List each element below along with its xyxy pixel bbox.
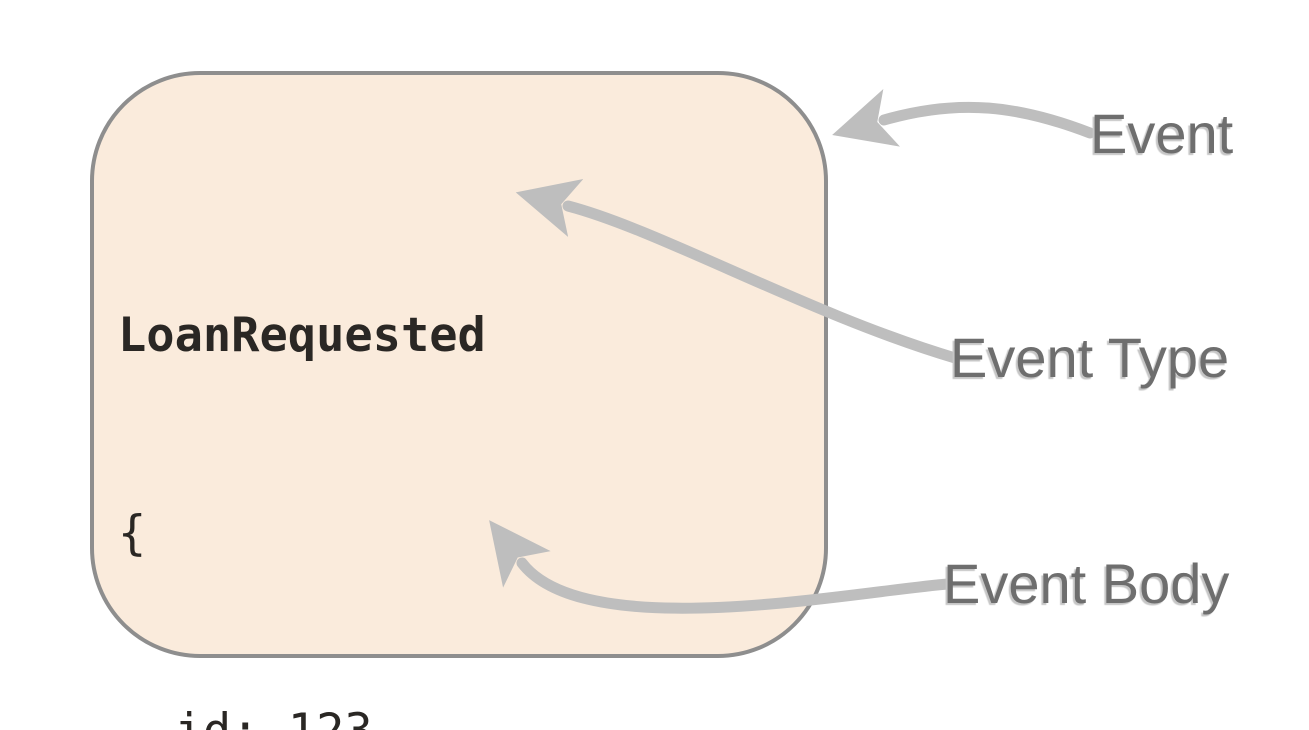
code-line-id: id: 123, [118,699,769,730]
event-code-block: LoanRequested { id: 123, amount: 100, bo… [118,171,769,730]
event-type-label: Event Type [950,326,1230,389]
code-line-open-brace: { [118,506,147,561]
event-type-name: LoanRequested [118,308,486,363]
event-body-label: Event Body [943,552,1230,615]
event-label: Event [1090,102,1234,165]
event-arrow [832,88,1096,147]
